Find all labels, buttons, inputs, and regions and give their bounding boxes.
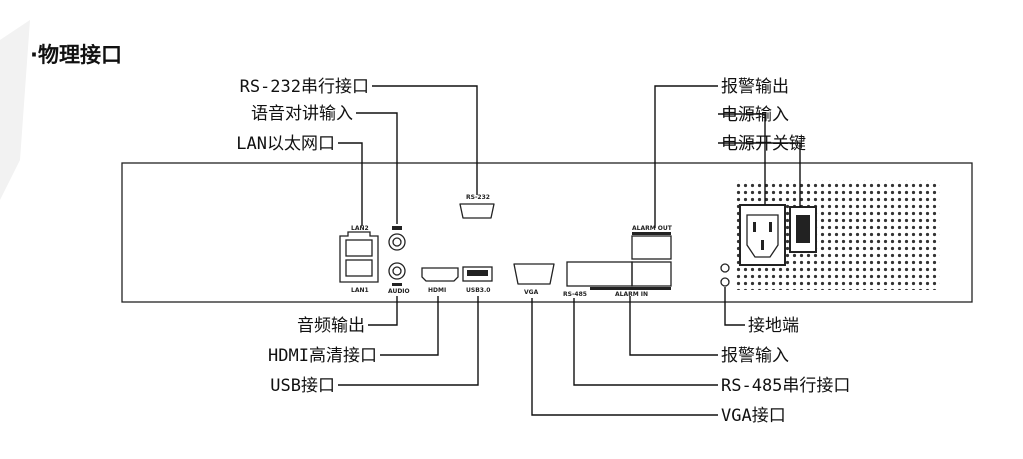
hdmi-port: HDMI [421, 267, 459, 294]
usb-label: USB3.0 [466, 287, 490, 294]
label-intercom-input: 语音对讲输入 [251, 104, 353, 124]
label-vga: VGA接口 [721, 406, 786, 426]
device-rear-panel [121, 162, 973, 303]
label-rs485: RS-485串行接口 [721, 376, 850, 396]
section-title: ·物理接口 [30, 43, 122, 67]
rs232-port: RS-232 [459, 194, 495, 219]
alarm-terminals: ALARM OUT RS-485 ALARM IN [563, 225, 673, 298]
label-hdmi: HDMI高清接口 [268, 346, 377, 366]
label-power-input: 电源输入 [721, 105, 789, 125]
vga-label: VGA [524, 289, 539, 296]
leader-lines [338, 85, 801, 416]
label-usb: USB接口 [270, 376, 335, 396]
label-audio-out: 音频输出 [297, 316, 365, 336]
alarm-in-label: ALARM IN [615, 291, 648, 298]
label-rs232: RS-232串行接口 [240, 77, 369, 97]
vga-port: VGA [513, 263, 555, 296]
audio-label: AUDIO [388, 288, 410, 295]
audio-ports: AUDIO [388, 226, 410, 295]
rs485-label: RS-485 [563, 291, 587, 298]
ground-terminal [720, 263, 730, 287]
label-alarm-out: 报警输出 [721, 77, 789, 97]
usb-port: USB3.0 [462, 266, 493, 294]
label-lan: LAN以太网口 [236, 134, 335, 154]
decorative-shape [0, 20, 30, 200]
alarm-out-label: ALARM OUT [632, 225, 673, 232]
rs232-label: RS-232 [466, 194, 490, 201]
power-switch [789, 206, 817, 253]
label-power-switch: 电源开关键 [721, 134, 806, 154]
label-ground: 接地端 [748, 316, 799, 336]
lan1-label: LAN1 [351, 287, 369, 294]
lan-ports: LAN2 LAN1 [339, 225, 379, 294]
lan2-label: LAN2 [351, 225, 369, 232]
power-socket [739, 204, 786, 266]
hdmi-label: HDMI [428, 287, 446, 294]
label-alarm-in: 报警输入 [721, 346, 789, 366]
